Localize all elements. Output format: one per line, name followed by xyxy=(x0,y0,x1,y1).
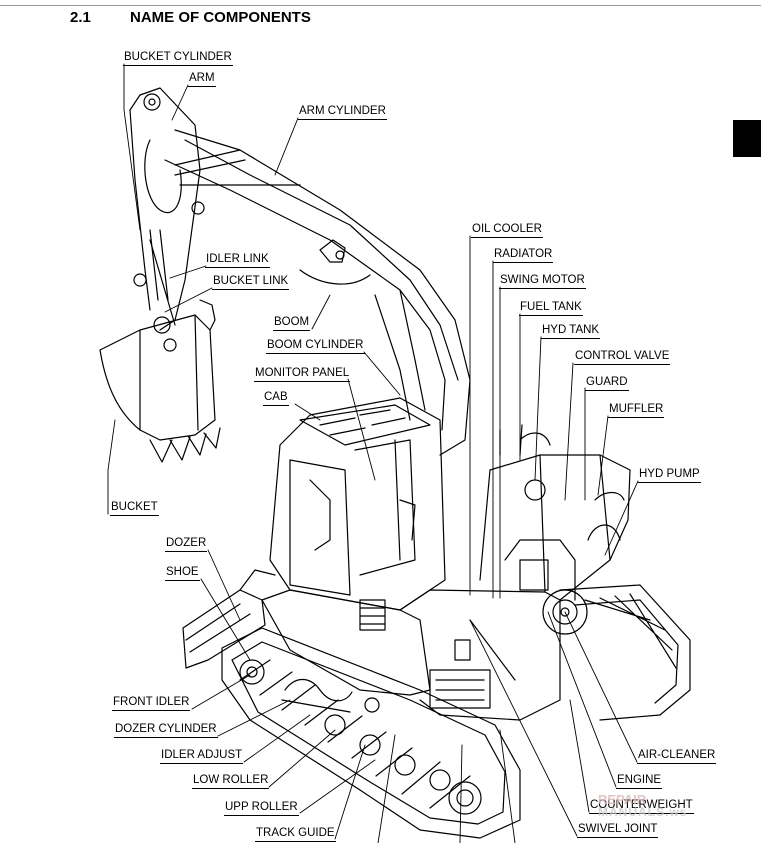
label-radiator: RADIATOR xyxy=(493,248,554,263)
leader-lines xyxy=(107,63,639,843)
watermark: REPAIR MANUALS.ws xyxy=(598,793,687,819)
label-front-idler: FRONT IDLER xyxy=(112,696,191,711)
boom-drawing xyxy=(164,129,471,456)
label-swivel-joint: SWIVEL JOINT xyxy=(577,823,659,838)
label-bucket-cylinder: BUCKET CYLINDER xyxy=(123,51,233,66)
upper-structure-drawing xyxy=(261,424,631,721)
label-low-roller: LOW ROLLER xyxy=(192,774,270,789)
label-boom: BOOM xyxy=(273,316,311,331)
cab-drawing xyxy=(269,397,446,631)
arm-drawing xyxy=(129,87,205,352)
label-bucket: BUCKET xyxy=(110,501,159,516)
label-arm: ARM xyxy=(188,72,216,87)
label-hyd-tank: HYD TANK xyxy=(541,324,601,339)
rear-track-drawing xyxy=(559,584,691,721)
chapter-tab-marker xyxy=(733,120,761,157)
label-upp-roller: UPP ROLLER xyxy=(224,801,299,816)
watermark-line1: REPAIR xyxy=(598,792,647,807)
section-title: NAME OF COMPONENTS xyxy=(130,9,311,26)
label-hyd-pump: HYD PUMP xyxy=(638,468,701,483)
top-rule xyxy=(0,5,761,6)
label-guard: GUARD xyxy=(585,376,629,391)
label-engine: ENGINE xyxy=(616,774,663,789)
section-number: 2.1 xyxy=(70,9,91,26)
label-arm-cylinder: ARM CYLINDER xyxy=(298,105,387,120)
label-bucket-link: BUCKET LINK xyxy=(212,275,290,290)
label-swing-motor: SWING MOTOR xyxy=(499,274,586,289)
label-cab: CAB xyxy=(263,391,289,406)
bucket-drawing xyxy=(99,299,221,463)
label-idler-adjust: IDLER ADJUST xyxy=(160,749,244,764)
label-oil-cooler: OIL COOLER xyxy=(471,223,543,238)
label-dozer-cylinder: DOZER CYLINDER xyxy=(114,723,218,738)
cylinder-drawing xyxy=(149,149,301,326)
label-idler-link: IDLER LINK xyxy=(205,253,270,268)
watermark-line2: MANUALS.ws xyxy=(598,805,688,819)
label-air-cleaner: AIR-CLEANER xyxy=(637,749,717,764)
label-track-guide: TRACK GUIDE xyxy=(255,827,336,842)
label-control-valve: CONTROL VALVE xyxy=(574,350,671,365)
label-muffler: MUFFLER xyxy=(608,403,665,418)
label-dozer: DOZER xyxy=(165,537,208,552)
label-shoe: SHOE xyxy=(165,566,200,581)
front-track-drawing xyxy=(221,627,521,839)
label-counterweight: COUNTERWEIGHT xyxy=(589,799,694,814)
label-fuel-tank: FUEL TANK xyxy=(519,301,583,316)
label-boom-cylinder: BOOM CYLINDER xyxy=(266,339,365,354)
dozer-blade-drawing xyxy=(182,569,276,669)
label-monitor-panel: MONITOR PANEL xyxy=(254,367,351,382)
